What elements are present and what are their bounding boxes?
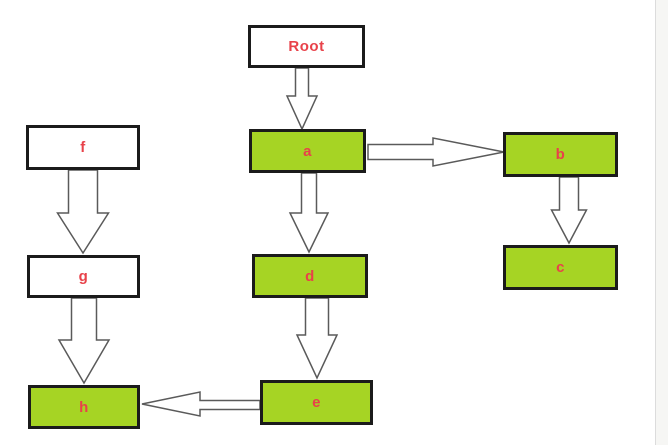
arrow-a-to-b: [367, 137, 505, 167]
node-h-label: h: [79, 398, 89, 416]
node-a-label: a: [303, 142, 312, 160]
node-g: g: [27, 255, 140, 298]
arrow-b-to-c: [550, 176, 588, 245]
node-d: d: [252, 254, 368, 298]
page-right-edge: [655, 0, 668, 445]
node-b-label: b: [555, 146, 566, 163]
node-c-label: c: [556, 259, 565, 276]
node-c: c: [503, 245, 618, 290]
arrow-e-to-h: [141, 391, 261, 417]
arrow-a-to-d: [288, 172, 330, 254]
arrow-d-to-e: [295, 297, 339, 380]
arrow-f-to-g: [56, 169, 110, 255]
node-f-label: f: [80, 139, 86, 156]
node-g-label: g: [78, 268, 89, 285]
node-b: b: [503, 132, 618, 177]
node-d-label: d: [305, 267, 315, 285]
node-root: Root: [248, 25, 365, 68]
node-root-label: Root: [288, 38, 325, 55]
node-h: h: [28, 385, 140, 429]
node-e: e: [260, 380, 373, 425]
node-a: a: [249, 129, 366, 173]
node-f: f: [26, 125, 140, 170]
arrow-g-to-h: [57, 297, 111, 385]
node-e-label: e: [312, 394, 321, 411]
arrow-root-to-a: [285, 67, 319, 131]
